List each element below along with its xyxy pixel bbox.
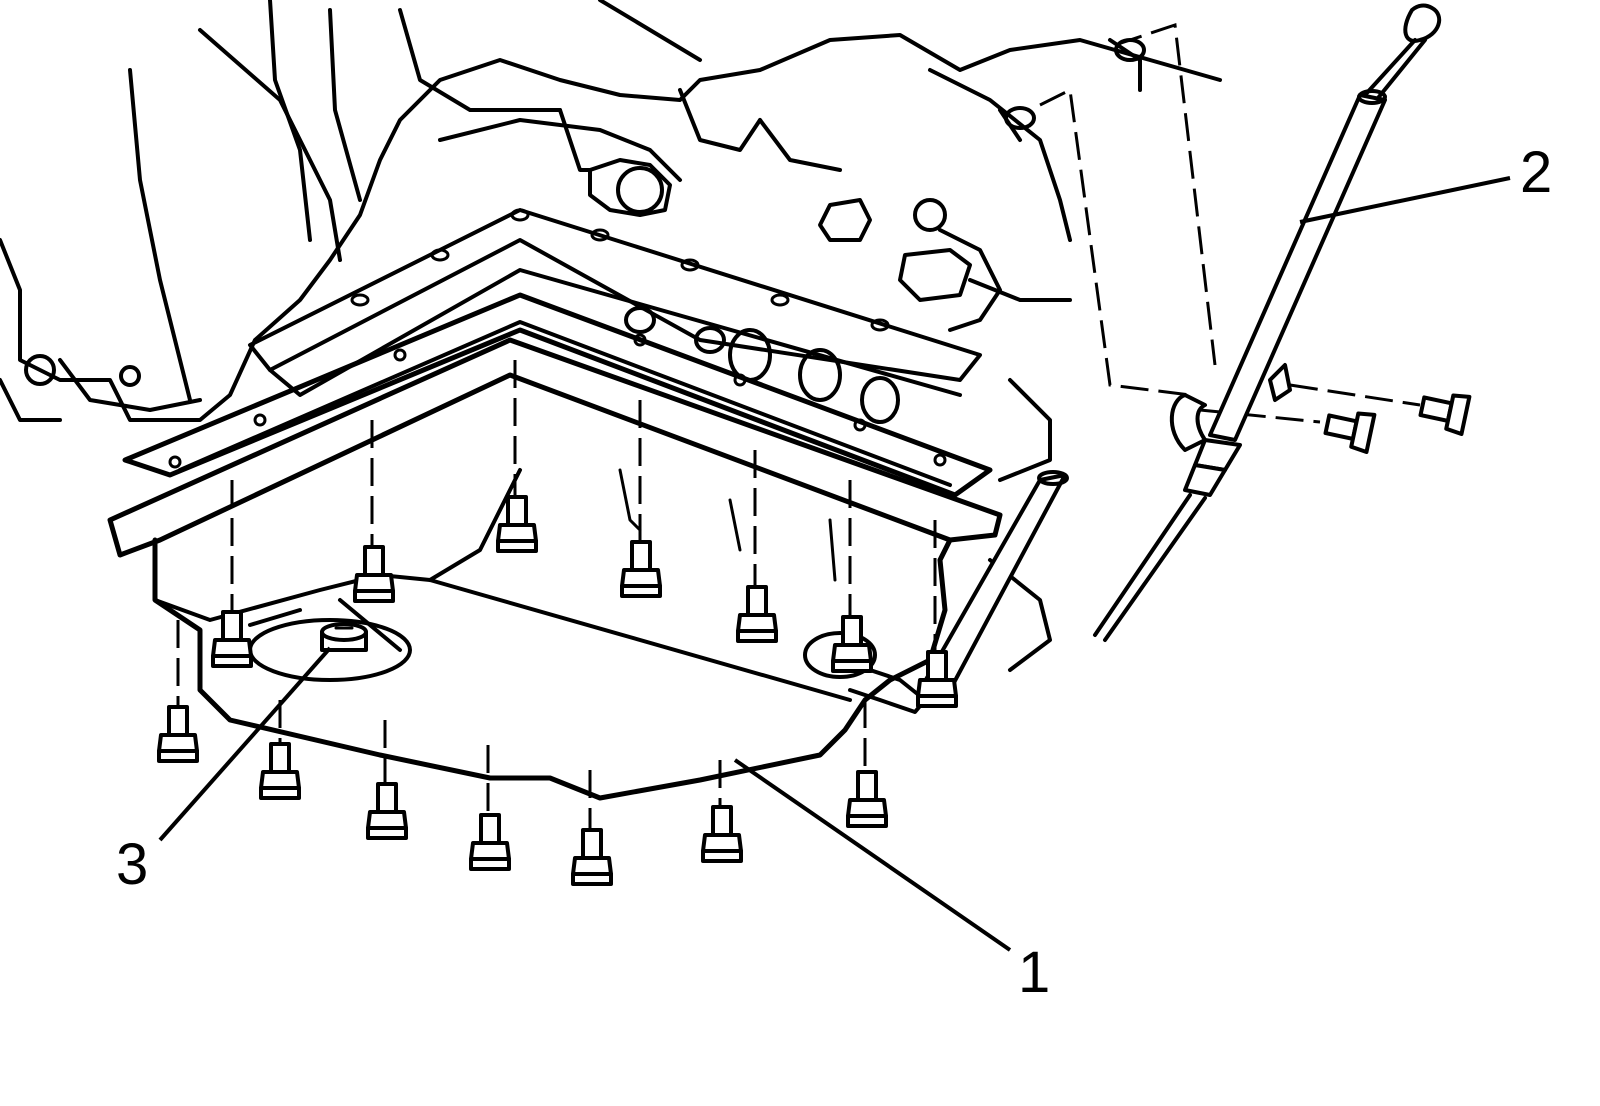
bolt	[366, 782, 408, 840]
oil-pan-gasket	[122, 292, 993, 498]
bolt	[496, 495, 538, 553]
bolt	[701, 805, 743, 863]
bolt	[211, 610, 253, 668]
dipstick-bracket-bolts	[1323, 393, 1472, 454]
leader-line-3	[158, 646, 332, 842]
bolt	[571, 828, 613, 886]
oil-level-indicator	[1093, 3, 1442, 642]
bolt	[157, 705, 199, 763]
bolt	[831, 615, 873, 673]
bolt	[846, 770, 888, 828]
bolt	[620, 540, 662, 598]
oil-pan-bolts	[157, 495, 958, 886]
bolt	[469, 813, 511, 871]
block-flange	[248, 208, 982, 424]
leader-line-1	[733, 758, 1012, 952]
bolt	[1418, 393, 1472, 436]
engine-block	[0, 0, 1222, 672]
callout-2: 2	[1520, 140, 1552, 205]
leader-line-2	[1299, 176, 1511, 224]
bolt	[916, 650, 958, 708]
bolt	[259, 742, 301, 800]
bolt	[1323, 411, 1377, 454]
drain-plug	[320, 622, 368, 652]
dipstick-tube	[848, 470, 1069, 714]
bolt	[736, 585, 778, 643]
callout-3: 3	[116, 832, 148, 897]
bolt	[353, 545, 395, 603]
callout-1: 1	[1018, 940, 1050, 1005]
